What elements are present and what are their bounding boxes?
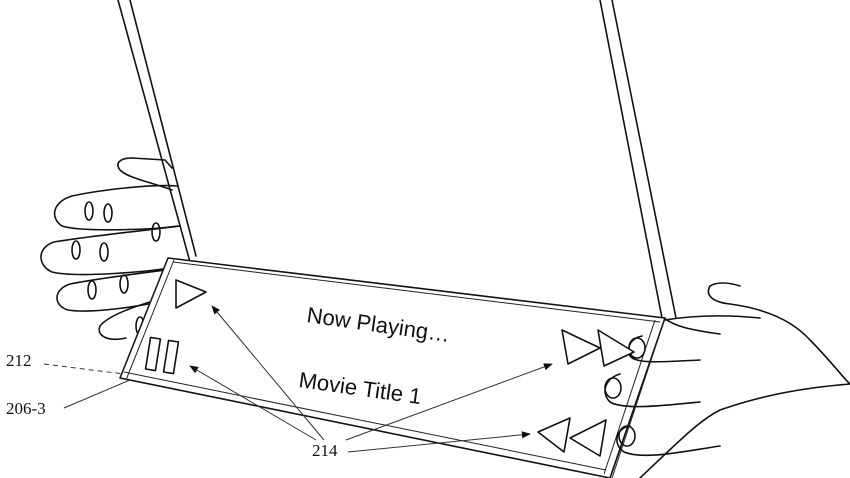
reference-212: 212 — [6, 351, 32, 370]
reference-206-3: 206-3 — [6, 399, 46, 418]
reference-214: 214 — [312, 441, 338, 460]
